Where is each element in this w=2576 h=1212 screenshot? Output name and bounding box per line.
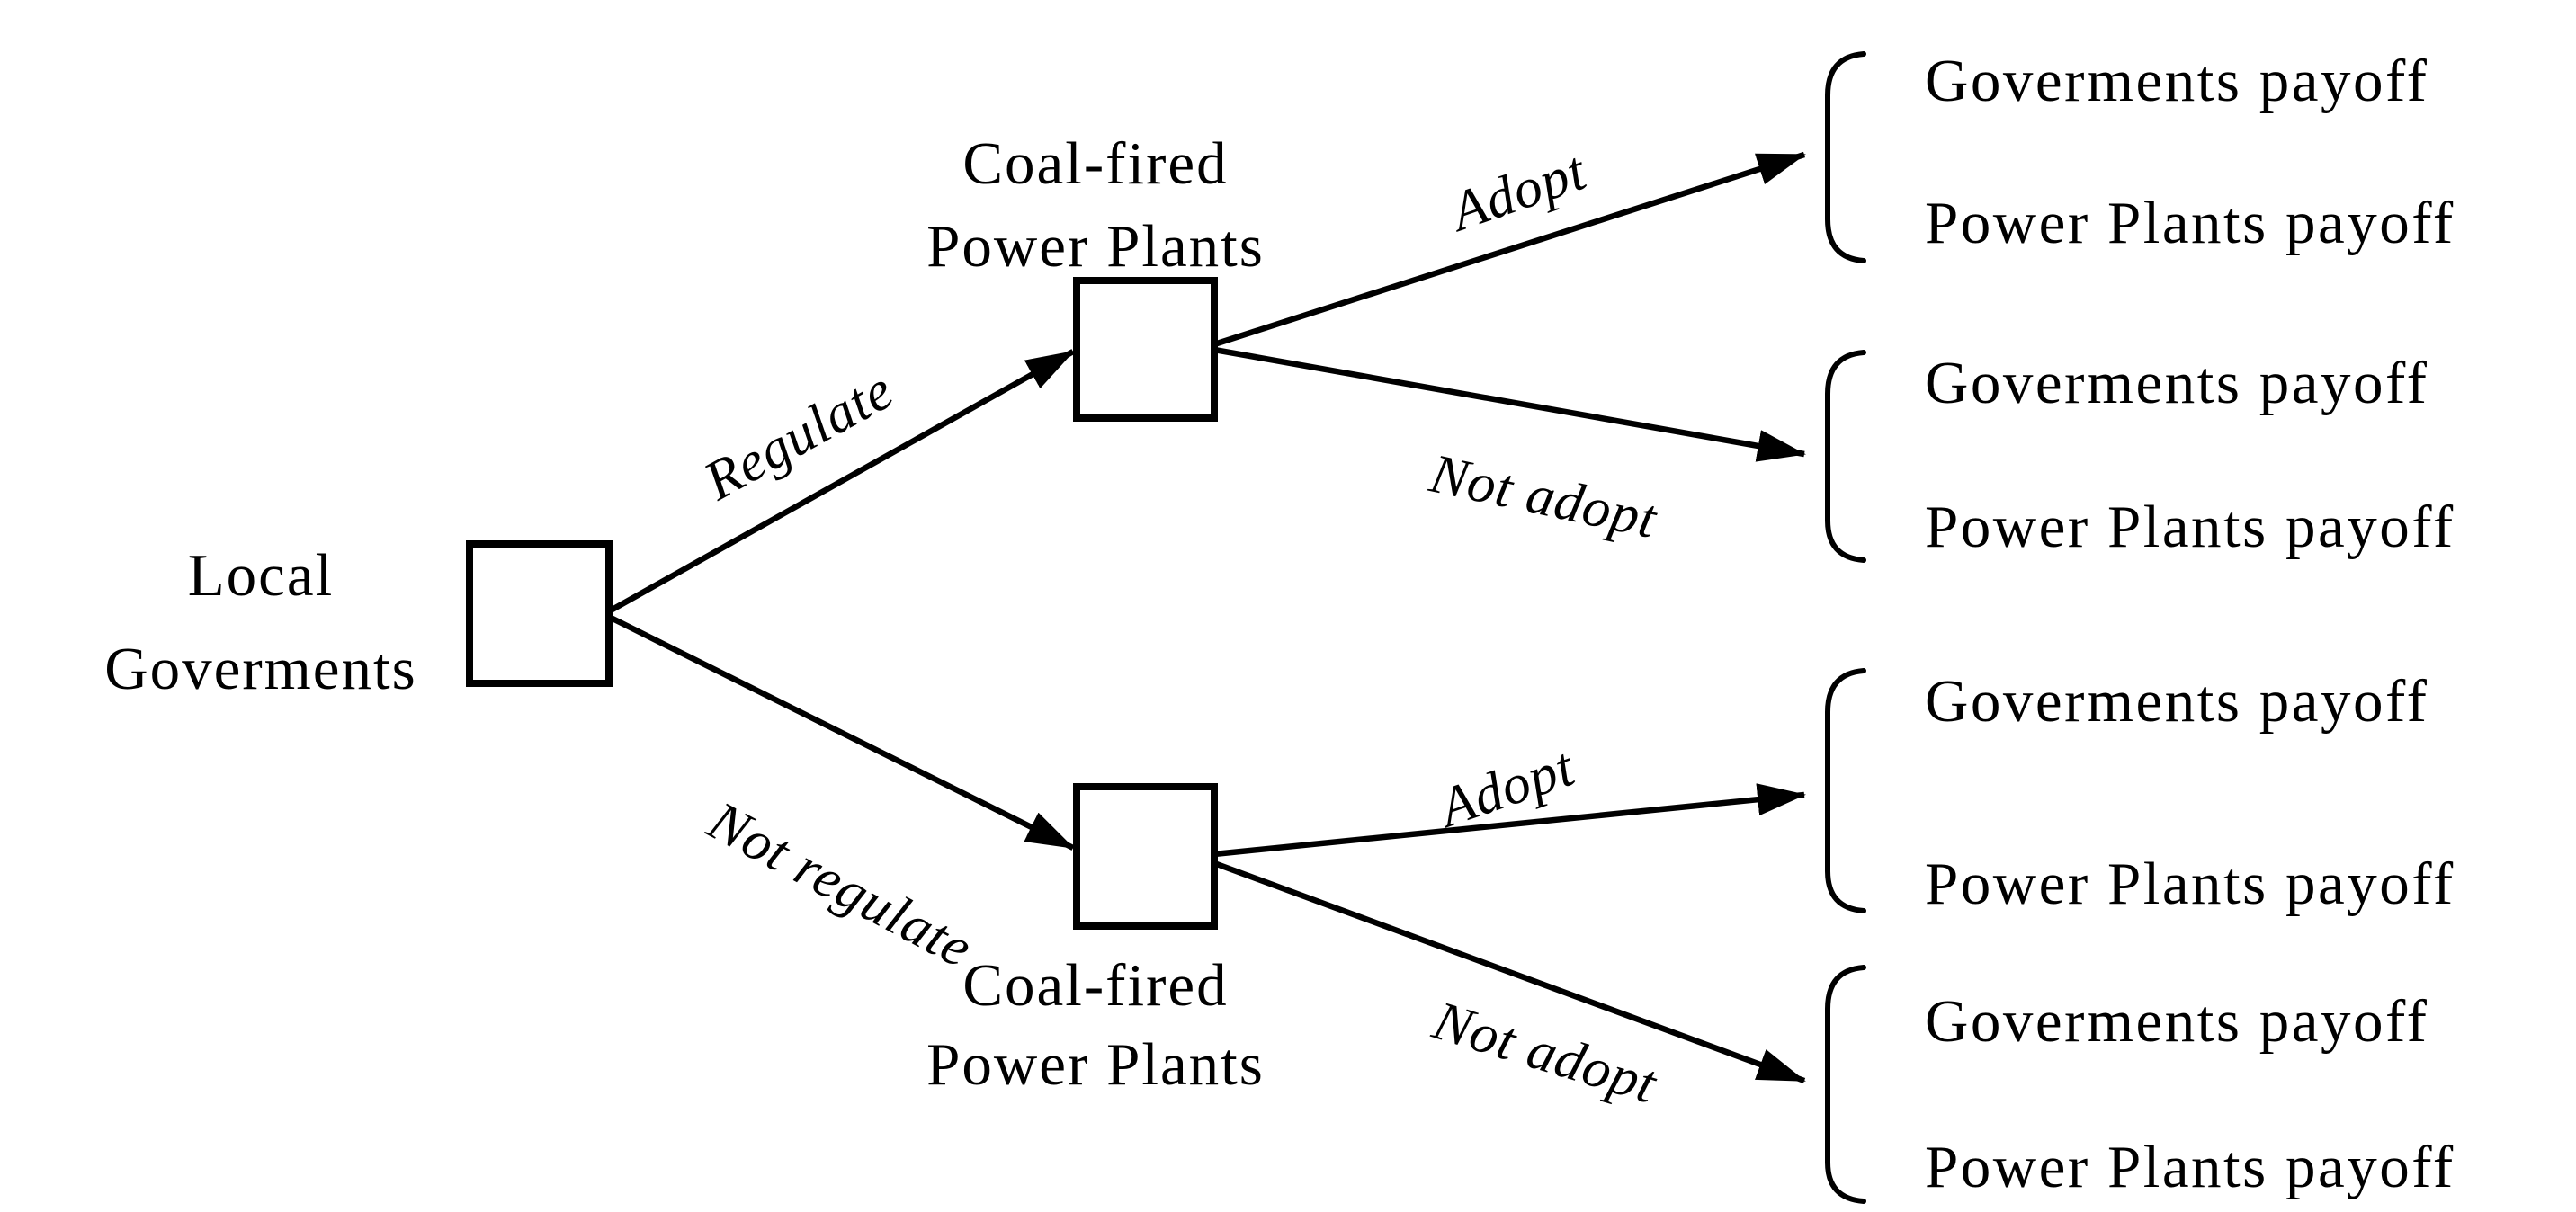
edge-label-not-regulate: Not regulate <box>698 789 983 979</box>
edge-not-adopt-lower <box>1212 860 1806 1084</box>
edge-label-regulate: Regulate <box>693 359 904 512</box>
payoff-brace-4 <box>1825 965 1866 1204</box>
upper-node-label-line2: Power Plants <box>926 213 1265 280</box>
edge-label-not-adopt-upper: Not adopt <box>1424 442 1663 550</box>
payoff-plants-1: Power Plants payoff <box>1925 190 2455 256</box>
edge-not-regulate <box>607 614 1075 851</box>
upper-node-label-line1: Coal-fired <box>962 130 1228 197</box>
payoff-brace-2 <box>1825 350 1866 563</box>
payoff-brace-1 <box>1825 51 1866 263</box>
payoff-government-1: Goverments payoff <box>1925 48 2428 114</box>
edge-adopt-upper <box>1213 151 1806 348</box>
edge-not-adopt-upper <box>1213 346 1806 462</box>
lower-node-label-line1: Coal-fired <box>962 952 1228 1019</box>
upper-plant-decision-node <box>1073 277 1218 422</box>
lower-node-label-line2: Power Plants <box>926 1031 1265 1098</box>
root-node-label-line1: Local <box>188 542 335 609</box>
root-decision-node <box>466 540 613 687</box>
payoff-government-2: Goverments payoff <box>1925 350 2428 416</box>
edge-regulate <box>607 349 1075 614</box>
payoff-plants-2: Power Plants payoff <box>1925 494 2455 560</box>
payoff-plants-3: Power Plants payoff <box>1925 851 2455 917</box>
payoff-government-4: Goverments payoff <box>1925 988 2428 1055</box>
lower-plant-decision-node <box>1073 783 1218 930</box>
root-node-label-line2: Goverments <box>104 636 416 702</box>
payoff-brace-3 <box>1825 668 1866 913</box>
edge-adopt-lower <box>1213 783 1806 858</box>
payoff-government-3: Goverments payoff <box>1925 668 2428 735</box>
payoff-plants-4: Power Plants payoff <box>1925 1134 2455 1200</box>
edge-label-not-adopt-lower: Not adopt <box>1426 990 1665 1116</box>
